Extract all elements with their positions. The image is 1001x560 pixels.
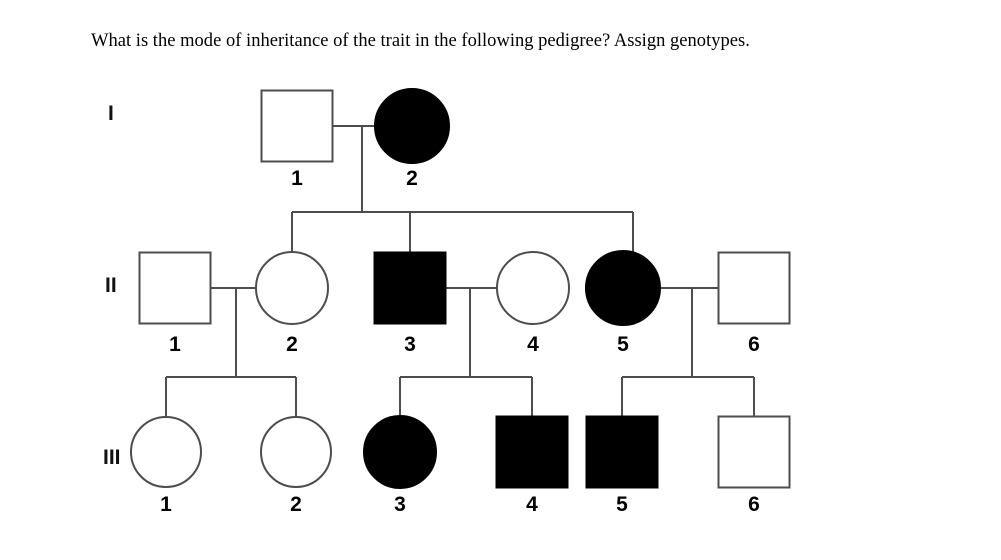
individual-II-2-number: 2 bbox=[286, 333, 298, 356]
individual-II-6-unaffected-male-symbol[interactable] bbox=[717, 251, 791, 325]
individual-II-5-number: 5 bbox=[617, 333, 629, 356]
individual-III-3-affected-female-symbol[interactable] bbox=[363, 415, 437, 489]
individual-III-1-number: 1 bbox=[160, 493, 172, 516]
individual-II-1-unaffected-male-symbol[interactable] bbox=[138, 251, 212, 325]
individual-II-5-affected-female-symbol[interactable] bbox=[585, 250, 661, 326]
pedigree-symbols bbox=[130, 88, 791, 489]
individual-II-4-unaffected-female-symbol[interactable] bbox=[496, 251, 570, 325]
individual-II-2-unaffected-female-symbol[interactable] bbox=[255, 251, 329, 325]
individual-III-5-number: 5 bbox=[616, 493, 628, 516]
individual-I-2-number: 2 bbox=[406, 167, 418, 190]
individual-III-3-number: 3 bbox=[394, 493, 406, 516]
individual-III-6-unaffected-male-symbol[interactable] bbox=[717, 415, 791, 489]
individual-III-4-number: 4 bbox=[526, 493, 538, 516]
individual-I-2-affected-female-symbol[interactable] bbox=[374, 88, 450, 164]
individual-III-1-unaffected-female-symbol[interactable] bbox=[130, 416, 202, 488]
individual-III-4-affected-male-symbol[interactable] bbox=[495, 415, 569, 489]
pedigree-connector-lines bbox=[165, 125, 755, 417]
individual-III-6-number: 6 bbox=[748, 493, 760, 516]
individual-II-6-number: 6 bbox=[748, 333, 760, 356]
individual-I-1-unaffected-male-symbol[interactable] bbox=[260, 89, 334, 163]
individual-III-5-affected-male-symbol[interactable] bbox=[585, 415, 659, 489]
generation-label-III: III bbox=[103, 446, 121, 469]
individual-II-4-number: 4 bbox=[527, 333, 539, 356]
individual-I-1-number: 1 bbox=[291, 167, 303, 190]
generation-label-I: I bbox=[108, 102, 114, 125]
individual-II-3-affected-male-symbol[interactable] bbox=[373, 251, 447, 325]
individual-II-1-number: 1 bbox=[169, 333, 181, 356]
individual-III-2-number: 2 bbox=[290, 493, 302, 516]
individual-II-3-number: 3 bbox=[404, 333, 416, 356]
individual-III-2-unaffected-female-symbol[interactable] bbox=[260, 416, 332, 488]
generation-label-II: II bbox=[105, 274, 117, 297]
question-prompt: What is the mode of inheritance of the t… bbox=[91, 31, 750, 51]
